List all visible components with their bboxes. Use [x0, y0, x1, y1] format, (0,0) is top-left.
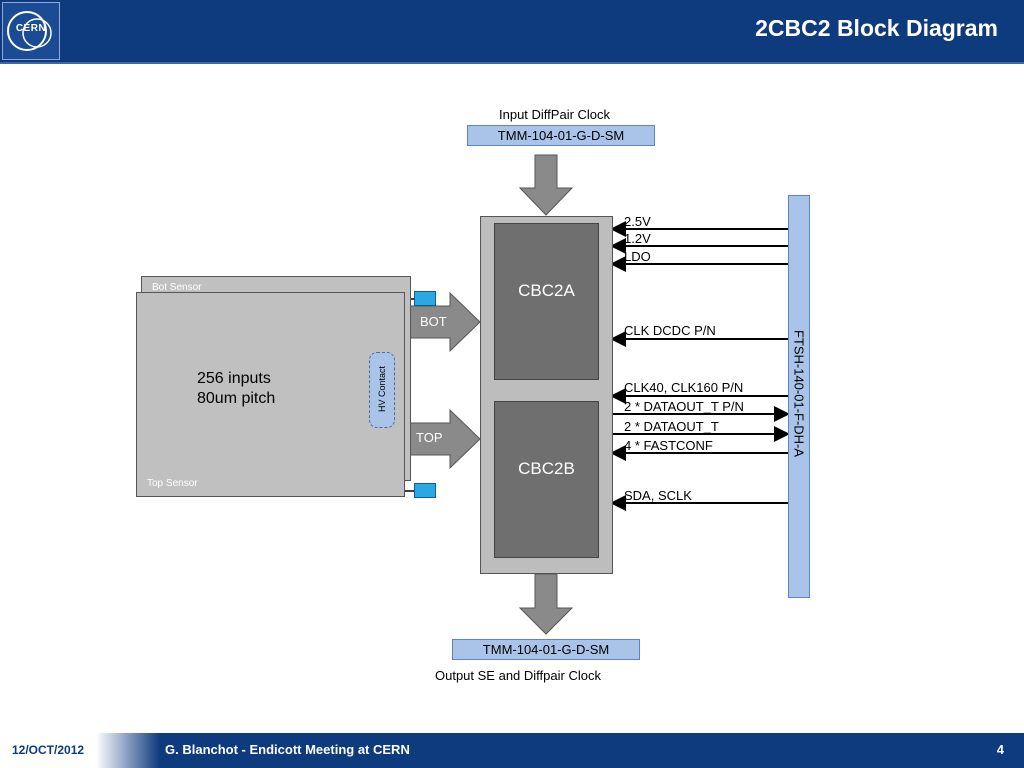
signal-label-fastconf: 4 * FASTCONF — [624, 438, 713, 453]
signal-label-ldo: LDO — [624, 249, 651, 264]
top-sensor-label: Top Sensor — [147, 478, 198, 489]
hv-contact-label: HV Contact — [377, 365, 387, 413]
sensor-inputs-text: 256 inputs — [197, 370, 271, 387]
signal-label-dataout: 2 * DATAOUT_T — [624, 419, 719, 434]
signal-label-1v2: 1.2V — [624, 231, 651, 246]
cern-logo-rings-icon — [7, 11, 52, 51]
signal-label-sda-sclk: SDA, SCLK — [624, 488, 692, 503]
signal-label-clk-dcdc: CLK DCDC P/N — [624, 323, 716, 338]
bot-sensor-label: Bot Sensor — [152, 282, 202, 293]
output-arrow — [518, 573, 574, 635]
signal-label-2v5: 2.5V — [624, 214, 651, 229]
cbc2a-chip: CBC2A — [494, 223, 599, 380]
bot-bond-pad — [414, 291, 436, 306]
bot-arrow-label: BOT — [420, 314, 447, 329]
input-connector: TMM-104-01-G-D-SM — [467, 125, 655, 146]
footer-bar: 12/OCT/2012 G. Blanchot - Endicott Meeti… — [0, 733, 1024, 768]
top-arrow-label: TOP — [416, 430, 443, 445]
ftsh-connector-label: FTSH-140-01-F-DH-A — [791, 329, 807, 458]
page-number: 4 — [996, 742, 1004, 757]
cern-logo: CERN — [2, 2, 60, 60]
page-title: 2CBC2 Block Diagram — [755, 15, 998, 41]
sensor-pitch-text: 80um pitch — [197, 390, 276, 407]
footer-text: G. Blanchot - Endicott Meeting at CERN — [165, 742, 410, 757]
hv-contact: HV Contact — [369, 352, 395, 428]
footer-gradient — [0, 733, 160, 768]
bot-arrow-shape — [407, 291, 481, 353]
cbc2b-chip: CBC2B — [494, 401, 599, 558]
input-label: Input DiffPair Clock — [499, 107, 611, 122]
top-sensor: Top Sensor — [136, 292, 405, 497]
top-bond-pad — [414, 483, 436, 498]
signal-label-clk40: CLK40, CLK160 P/N — [624, 380, 744, 395]
output-label: Output SE and Diffpair Clock — [435, 668, 601, 683]
footer-date: 12/OCT/2012 — [12, 743, 85, 757]
signal-label-dataout-pn: 2 * DATAOUT_T P/N — [624, 399, 744, 414]
ftsh-connector: FTSH-140-01-F-DH-A — [788, 195, 810, 598]
logo-text: CERN — [15, 23, 47, 34]
output-connector: TMM-104-01-G-D-SM — [452, 639, 640, 660]
header-bar: CERN 2CBC2 Block Diagram — [0, 0, 1024, 64]
input-arrow — [518, 154, 574, 216]
